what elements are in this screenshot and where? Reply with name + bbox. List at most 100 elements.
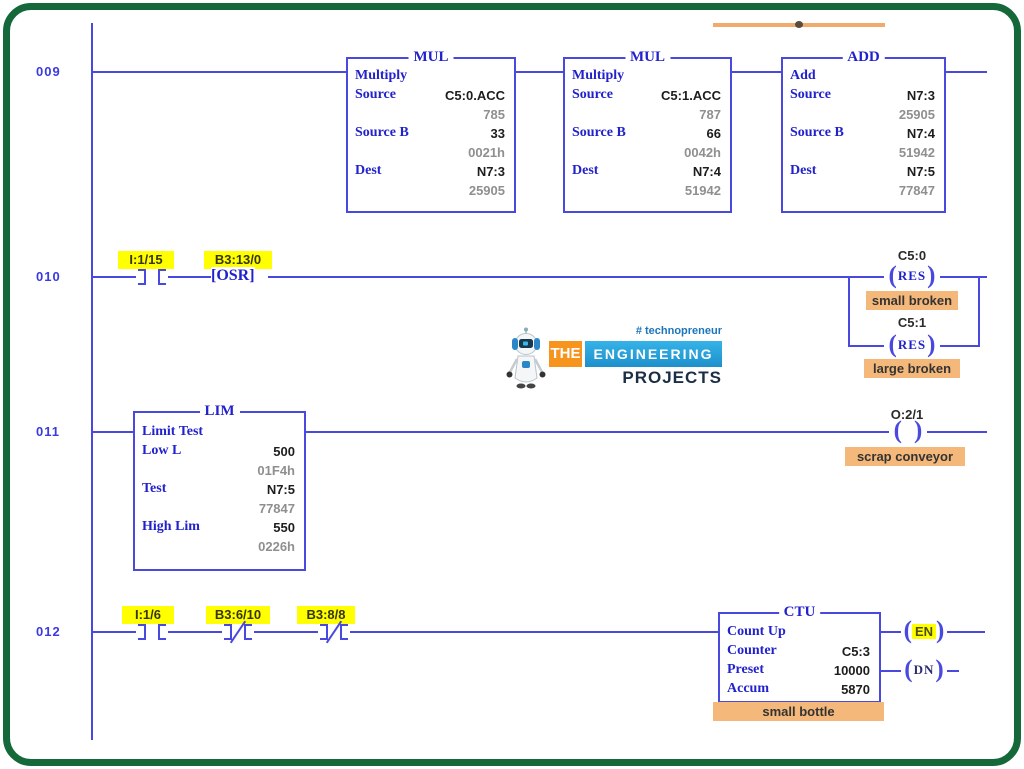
contact-address-label[interactable]: I:1/15	[118, 251, 174, 269]
param-subvalue: 0226h	[258, 539, 295, 554]
wire	[168, 631, 222, 633]
osr-instruction[interactable]: [OSR]	[211, 267, 255, 285]
wire	[91, 71, 346, 73]
param-subvalue: 77847	[258, 501, 295, 516]
nc-contact[interactable]	[224, 624, 232, 640]
block-title: MUL	[408, 49, 454, 66]
coil-tag[interactable]: scrap conveyor	[845, 447, 965, 466]
coil-paren: )	[927, 331, 936, 358]
param-subvalue: 25905	[468, 183, 505, 198]
wire	[945, 670, 959, 672]
wire	[978, 276, 987, 278]
nc-contact[interactable]	[340, 624, 348, 640]
coil-tag[interactable]: large broken	[864, 359, 960, 378]
param-value[interactable]: C5:0.ACC	[445, 88, 505, 103]
coil-paren: (	[888, 331, 897, 358]
res-coil[interactable]: ( RES )	[884, 331, 940, 358]
param-subvalue: 0021h	[468, 145, 505, 160]
rung-number-010[interactable]: 010	[36, 269, 61, 284]
param-label: Dest	[355, 163, 382, 178]
block-title: CTU	[778, 604, 821, 621]
param-value[interactable]: 550	[273, 520, 295, 535]
coil-address[interactable]: O:2/1	[890, 407, 924, 422]
rung-number-009[interactable]: 009	[36, 64, 61, 79]
wire	[881, 631, 903, 633]
truncated-banner-dot	[795, 21, 803, 28]
output-coil[interactable]: ( )	[889, 417, 927, 444]
block-op: Add	[790, 68, 816, 83]
coil-tag[interactable]: small broken	[866, 291, 958, 310]
param-value[interactable]: 66	[706, 126, 721, 141]
param-value[interactable]: N7:3	[476, 164, 505, 179]
coil-paren: (	[904, 656, 913, 683]
no-contact[interactable]	[138, 624, 146, 640]
mul-block-1[interactable]: MUL Multiply Source C5:0.ACC 785 Source …	[346, 49, 516, 213]
coil-paren: (	[888, 262, 897, 289]
wire	[938, 276, 980, 278]
left-power-rail	[91, 23, 93, 740]
contact-address-label[interactable]: B3:6/10	[206, 606, 270, 624]
logo-robot-icon	[506, 327, 546, 389]
param-value[interactable]: N7:4	[906, 126, 935, 141]
coil-address[interactable]: C5:1	[897, 315, 927, 330]
nc-contact[interactable]	[244, 624, 252, 640]
logo-projects: PROJECTS	[622, 368, 722, 387]
wire	[936, 345, 980, 347]
param-value[interactable]: 33	[490, 126, 505, 141]
wire	[268, 276, 848, 278]
param-label: Accum	[727, 681, 769, 696]
add-block[interactable]: ADD Add Source N7:3 25905 Source B N7:4 …	[781, 49, 946, 213]
ctu-block[interactable]: CTU Count Up Counter C5:3 Preset 10000 A…	[718, 604, 881, 703]
contact-address-label[interactable]: B3:8/8	[297, 606, 355, 624]
param-label: Preset	[727, 662, 765, 677]
wire	[946, 71, 987, 73]
coil-paren: )	[914, 417, 923, 444]
branch-wire	[848, 276, 850, 347]
param-subvalue: 785	[483, 107, 505, 122]
coil-address[interactable]: C5:0	[897, 248, 927, 263]
param-value[interactable]: C5:1.ACC	[661, 88, 721, 103]
param-subvalue: 51942	[898, 145, 935, 160]
block-title: LIM	[199, 403, 240, 420]
param-label: Source B	[355, 125, 409, 140]
param-value[interactable]: N7:3	[906, 88, 935, 103]
wire	[925, 431, 987, 433]
rung-number-012[interactable]: 012	[36, 624, 61, 639]
block-op: Multiply	[355, 68, 408, 83]
rung-number-011[interactable]: 011	[36, 424, 60, 439]
coil-mnemonic: RES	[897, 268, 927, 283]
osr-address-label[interactable]: B3:13/0	[204, 251, 272, 269]
param-value[interactable]: N7:5	[266, 482, 295, 497]
en-coil[interactable]: ( EN )	[901, 617, 947, 644]
logo-engineering: ENGINEERING	[585, 341, 722, 367]
coil-mnemonic: RES	[897, 337, 927, 352]
coil-mnemonic: DN	[913, 662, 935, 677]
param-subvalue: 25905	[898, 107, 935, 122]
wire	[91, 431, 133, 433]
counter-tag[interactable]: small bottle	[713, 702, 884, 721]
mul-block-2[interactable]: MUL Multiply Source C5:1.ACC 787 Source …	[563, 49, 732, 213]
param-value[interactable]: C5:3	[841, 644, 870, 659]
block-op: Count Up	[727, 624, 786, 639]
lim-block[interactable]: LIM Limit Test Low L 500 01F4h Test N7:5…	[133, 403, 306, 571]
block-title: MUL	[625, 49, 670, 66]
param-label: Test	[142, 481, 167, 496]
param-value[interactable]: 500	[273, 444, 295, 459]
param-value[interactable]: N7:4	[692, 164, 721, 179]
no-contact[interactable]	[138, 269, 146, 285]
param-label: Dest	[790, 163, 817, 178]
param-label: Dest	[572, 163, 599, 178]
contact-address-label[interactable]: I:1/6	[122, 606, 174, 624]
param-value[interactable]: 10000	[833, 663, 870, 678]
no-contact[interactable]	[158, 269, 166, 285]
block-op: Limit Test	[142, 424, 204, 439]
dn-coil[interactable]: ( DN )	[901, 656, 947, 683]
nc-contact[interactable]	[320, 624, 328, 640]
wire	[881, 670, 903, 672]
param-value[interactable]: N7:5	[906, 164, 935, 179]
res-coil[interactable]: ( RES )	[884, 262, 940, 289]
no-contact[interactable]	[158, 624, 166, 640]
param-label: Source	[790, 87, 831, 102]
param-value[interactable]: 5870	[841, 682, 870, 697]
coil-paren: (	[903, 617, 912, 644]
